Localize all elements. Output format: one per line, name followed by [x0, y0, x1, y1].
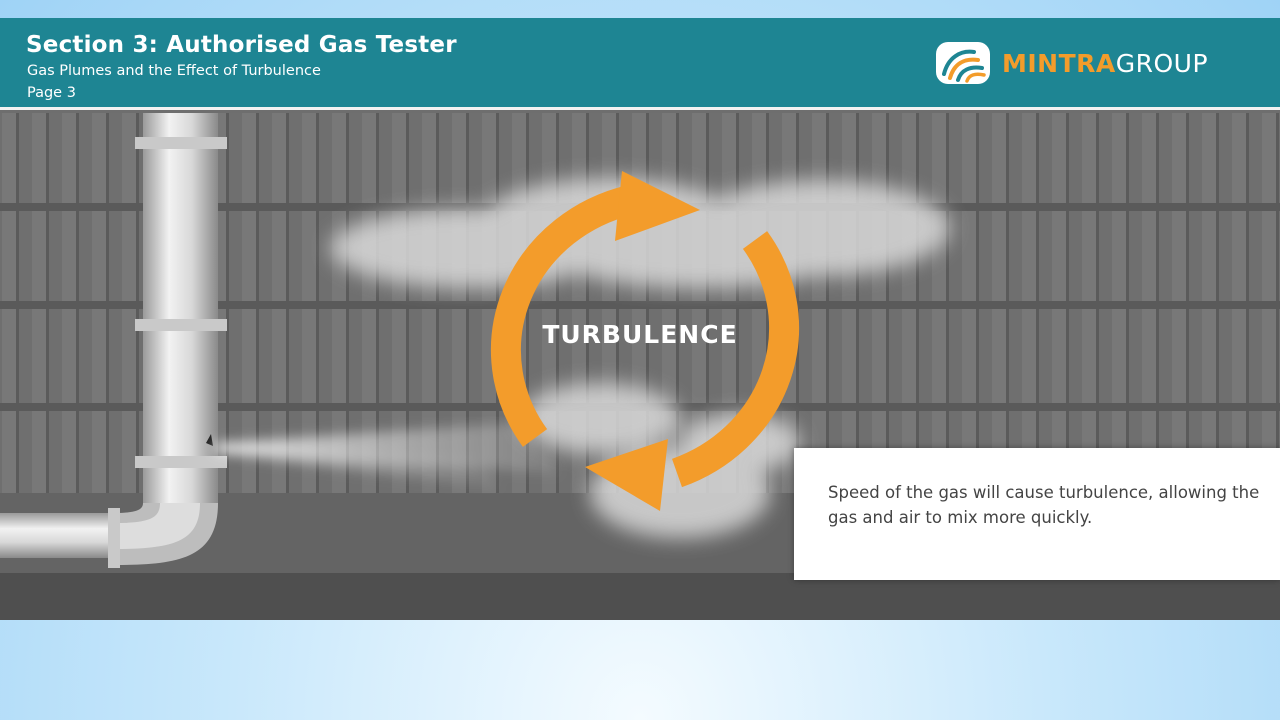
logo-text-mintra: MINTRA — [1002, 48, 1116, 78]
turbulence-arrowheads — [585, 171, 700, 511]
mintra-logo-icon — [936, 42, 990, 84]
logo-text-group: GROUP — [1115, 48, 1209, 78]
mintra-logo: MINTRAGROUP — [934, 40, 1208, 86]
slide-subtitle: Gas Plumes and the Effect of Turbulence — [27, 63, 321, 79]
ground-edge — [0, 573, 1280, 620]
info-text-box: Speed of the gas will cause turbulence, … — [794, 448, 1280, 580]
gas-leak-hole — [206, 434, 213, 446]
turbulence-label: TURBULENCE — [542, 320, 737, 349]
info-text: Speed of the gas will cause turbulence, … — [828, 483, 1260, 527]
slide: Section 3: Authorised Gas Tester Gas Plu… — [0, 18, 1280, 620]
page-number: Page 3 — [27, 85, 76, 101]
mintra-logo-text: MINTRAGROUP — [1002, 49, 1208, 78]
turbulence-cycle-arrows — [490, 185, 800, 488]
slide-header: Section 3: Authorised Gas Tester Gas Plu… — [0, 18, 1280, 110]
gas-pipe — [0, 113, 227, 568]
section-title: Section 3: Authorised Gas Tester — [26, 32, 457, 58]
gas-plume — [215, 423, 560, 488]
